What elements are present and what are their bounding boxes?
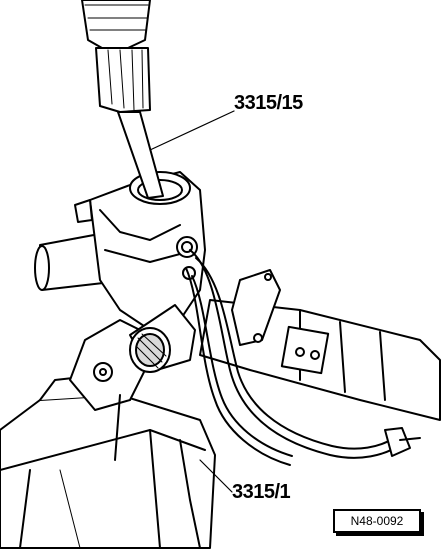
hydraulic-lines <box>185 249 401 466</box>
valve-housing <box>74 171 206 331</box>
leader-lines <box>149 110 235 493</box>
figure-reference-badge: N48-0092 <box>333 509 421 533</box>
mounting-bracket <box>231 269 281 346</box>
callout-tool-3315-1: 3315/1 <box>232 481 291 503</box>
tool-3315-15 <box>81 0 164 199</box>
bench-vise <box>0 374 216 549</box>
holder-3315-1 <box>69 319 151 461</box>
callout-tool-3315-15: 3315/15 <box>234 92 303 114</box>
pinion-adapter <box>129 304 196 373</box>
line-fitting <box>384 427 421 457</box>
